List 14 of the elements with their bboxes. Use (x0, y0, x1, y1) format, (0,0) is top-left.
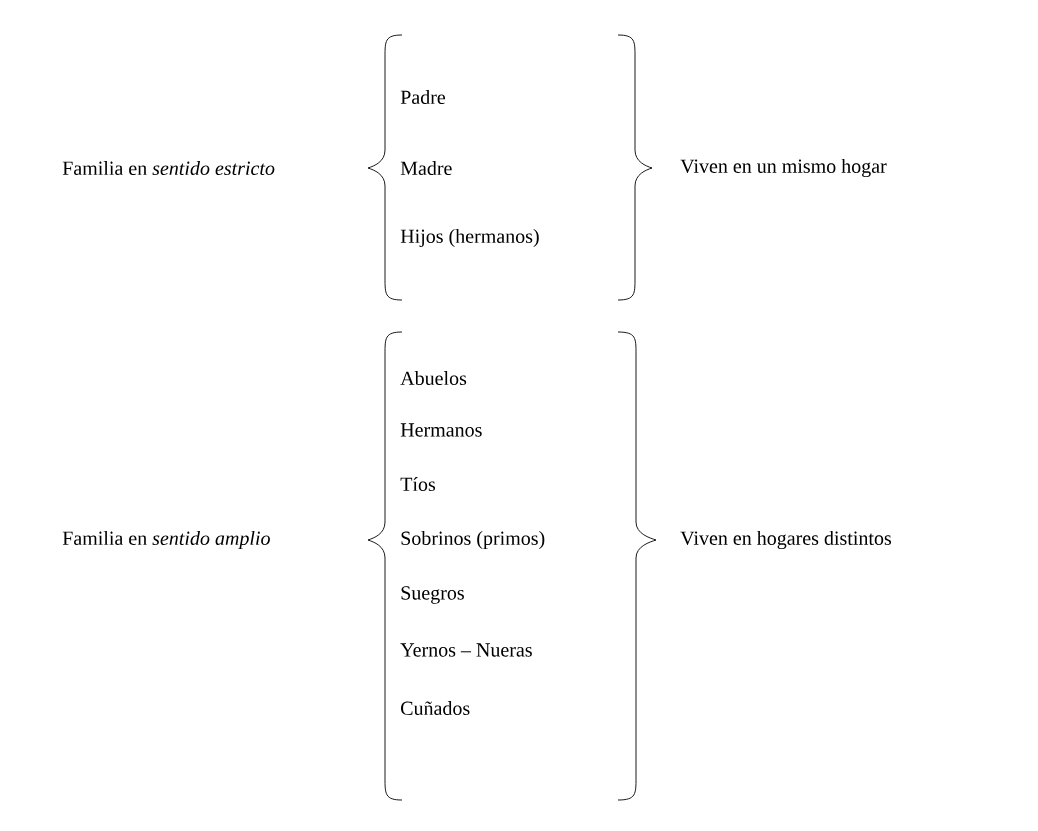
list-item: Padre (400, 89, 446, 105)
description-label: Viven en hogares distintos (680, 530, 892, 550)
list-item: Sobrinos (primos) (401, 530, 545, 550)
list-item: Yernos – Nueras (400, 643, 532, 657)
group-label: Familia en sentido estricto (62, 160, 275, 176)
list-item: Hijos (hermanos) (400, 228, 539, 248)
list-item: Tíos (400, 476, 436, 492)
list-item: Hermanos (400, 423, 482, 437)
list-item: Abuelos (400, 370, 467, 386)
list-item: Cuñados (401, 700, 470, 716)
list-item: Suegros (401, 586, 464, 604)
list-item: Madre (400, 160, 452, 176)
group-label: Familia en sentido amplio (62, 530, 270, 550)
description-label: Viven en un mismo hogar (680, 158, 887, 178)
